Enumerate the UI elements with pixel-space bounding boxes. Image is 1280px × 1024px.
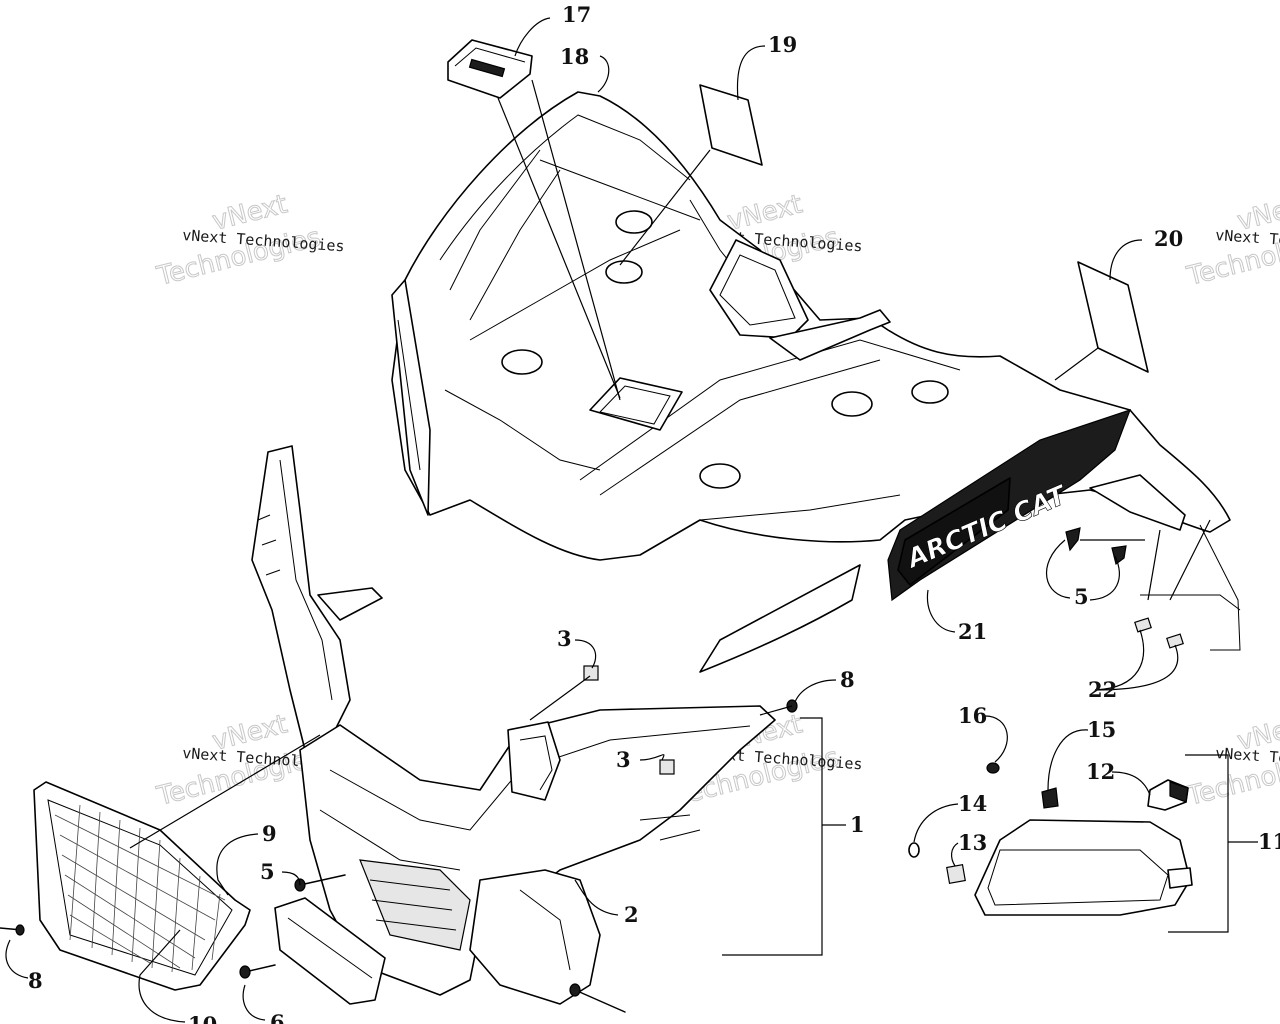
callout-2: 2 xyxy=(624,902,639,927)
front-fender-body: ARCTIC CAT xyxy=(391,91,1241,673)
callout-21: 21 xyxy=(958,619,987,644)
callout-14: 14 xyxy=(958,791,987,816)
front-bumper-part xyxy=(251,445,776,1005)
watermark-6: vNext Technologies vNext Technologies xyxy=(1183,709,1280,813)
callout-10: 10 xyxy=(188,1012,217,1024)
callout-3-upper: 3 xyxy=(557,626,572,651)
push-rivets-5 xyxy=(1065,527,1127,566)
callout-labels: 17 18 19 20 21 22 5 3 3 8 1 2 9 5 8 6 10… xyxy=(28,2,1280,1024)
callout-18: 18 xyxy=(560,44,589,69)
callout-5-lower: 5 xyxy=(260,859,275,884)
grille-part xyxy=(33,781,251,991)
callout-8-upper: 8 xyxy=(840,667,855,692)
callout-1: 1 xyxy=(850,812,865,837)
clip-3a xyxy=(583,665,599,681)
callout-5-upper: 5 xyxy=(1074,584,1089,609)
reflector-part xyxy=(274,897,386,1005)
headlight-assembly xyxy=(908,762,1193,916)
speed-nuts-22 xyxy=(1134,617,1184,649)
callout-17: 17 xyxy=(562,2,591,27)
watermark-1: vNext Technologies vNext Technologies xyxy=(153,189,345,293)
callout-8-lower: 8 xyxy=(28,968,43,993)
callout-19: 19 xyxy=(768,32,797,57)
callout-11: 11 xyxy=(1258,829,1280,854)
callout-13: 13 xyxy=(958,830,987,855)
decal-19 xyxy=(699,84,763,166)
callout-15: 15 xyxy=(1087,717,1116,742)
callout-12: 12 xyxy=(1086,759,1115,784)
watermark-3: vNext Technologies vNext Technologies xyxy=(1183,189,1280,293)
callout-22: 22 xyxy=(1088,677,1117,702)
callout-6: 6 xyxy=(270,1010,285,1024)
callout-3-lower: 3 xyxy=(616,747,631,772)
callout-20: 20 xyxy=(1154,226,1183,251)
decal-20 xyxy=(1077,261,1149,373)
callout-9: 9 xyxy=(262,821,277,846)
clip-3b xyxy=(659,759,675,775)
leader-lines xyxy=(5,17,1258,1023)
callout-16: 16 xyxy=(958,703,987,728)
vent-cap-part xyxy=(447,39,533,99)
